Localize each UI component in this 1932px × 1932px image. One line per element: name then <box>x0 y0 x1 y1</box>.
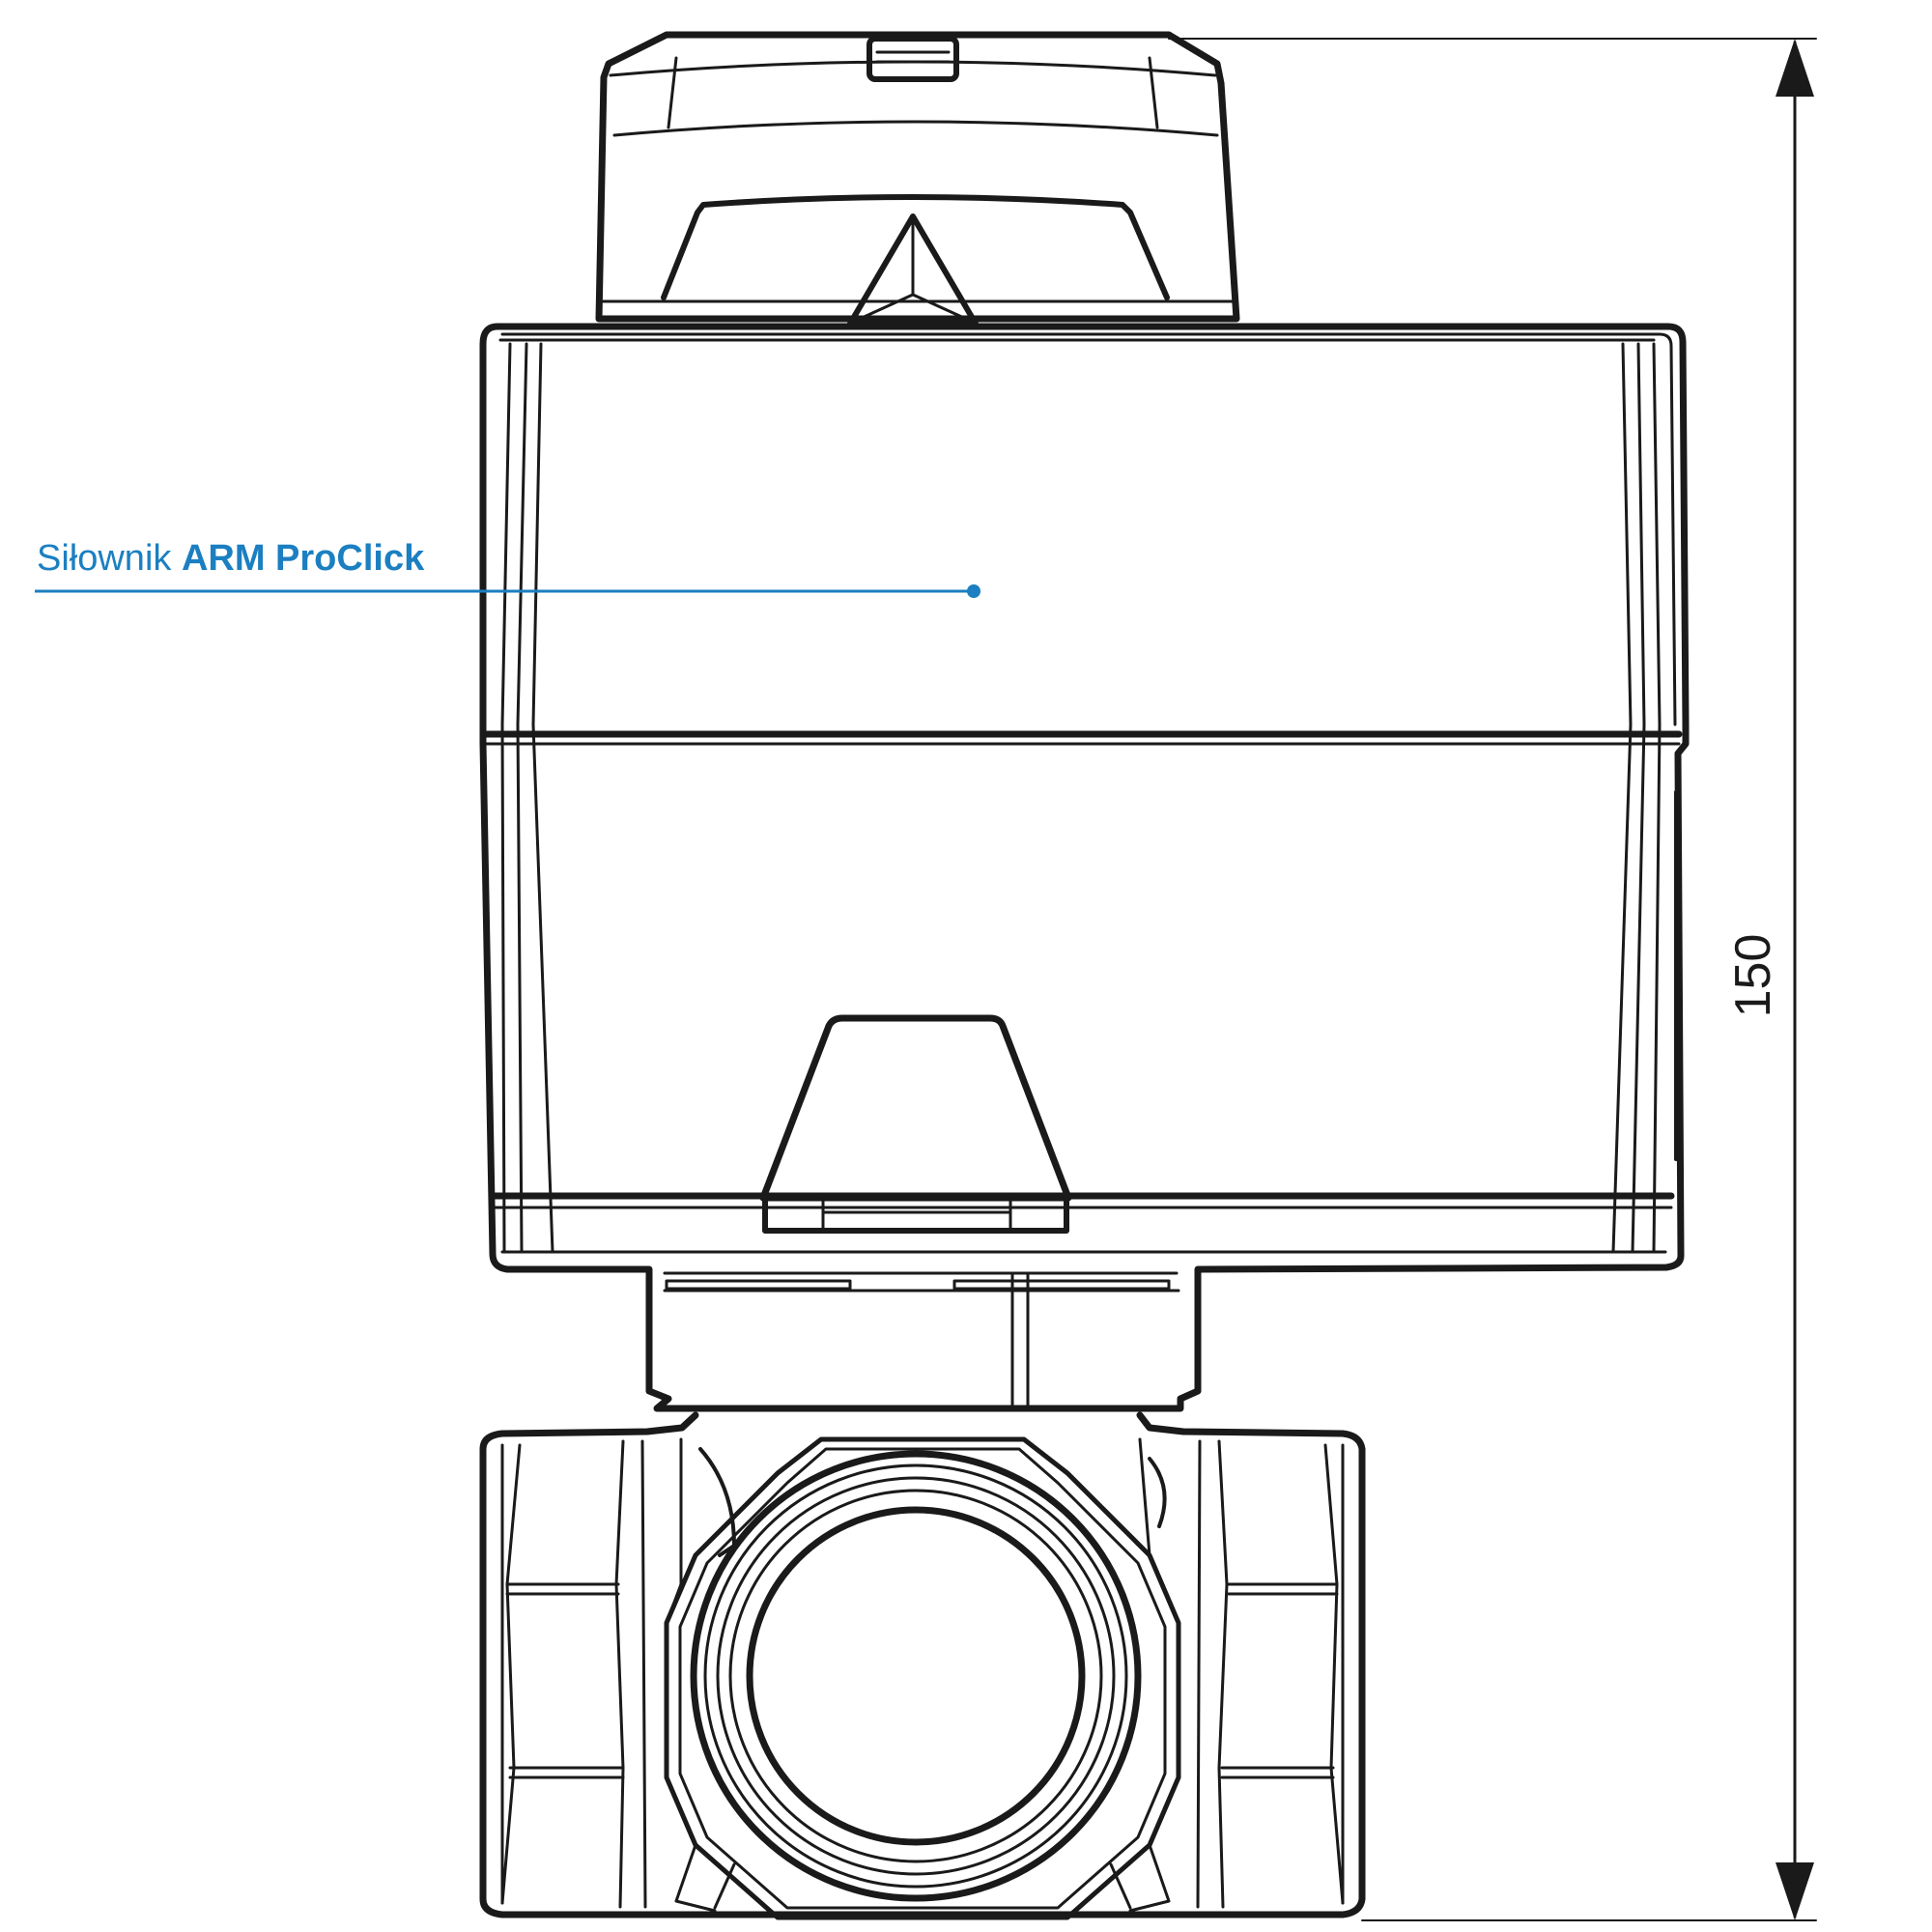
actuator-body <box>479 323 1690 1412</box>
cap-latch <box>867 36 959 82</box>
dimension-arrow-down-icon <box>1776 1862 1814 1920</box>
valve-body <box>479 1411 1366 1920</box>
callout-label-regular: Siłownik <box>37 538 182 579</box>
actuator-callout: Siłownik ARM ProClick <box>35 538 980 598</box>
dimension-arrow-up-icon <box>1776 39 1814 97</box>
coupling-block <box>663 1271 1180 1410</box>
position-indicator-icon <box>597 194 1238 327</box>
dimension-height <box>1168 38 1817 1921</box>
lower-indicator <box>759 1014 1072 1234</box>
valve-port <box>690 1450 1142 1902</box>
callout-label-bold: ARM ProClick <box>182 538 425 579</box>
dimension-value: 150 <box>1725 934 1781 1018</box>
callout-label: Siłownik ARM ProClick <box>37 538 425 579</box>
actuator-top-cap <box>595 31 1240 323</box>
callout-dot <box>967 584 980 598</box>
